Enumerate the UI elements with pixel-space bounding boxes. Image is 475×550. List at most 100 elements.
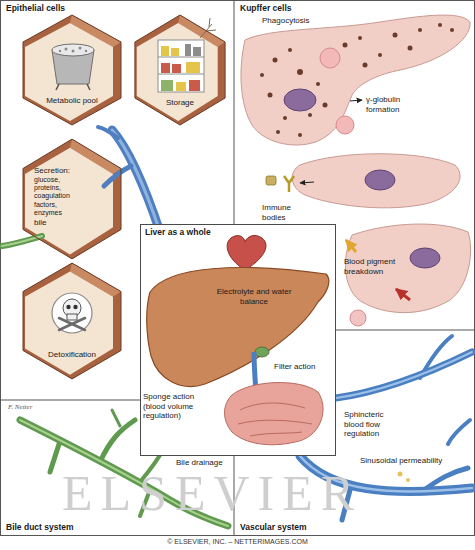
function-label: Filter action [274,362,332,372]
copyright-note: © ELSEVIER, INC. – NETTERIMAGES.COM [0,538,475,546]
cell-label: Detoxification [48,350,96,360]
kupffer-cell [350,310,366,326]
hepatic-vein [104,166,131,186]
storage-shelves [185,44,191,56]
function-label: Sinusoidal permeability [360,456,468,466]
cell-label: Secretion: [34,166,70,176]
panel-heading: Kupffer cells [237,2,295,14]
metabolic-pot [65,48,68,51]
storage-shelves [161,63,170,73]
metabolic-pot [79,47,82,50]
hexagon-outline [134,14,226,126]
storage-shelves [158,40,204,92]
label-slot: Bile drainage [176,458,232,468]
panel-heading: Vascular system [237,521,310,533]
panel-heading: Liver as a whole [142,226,214,238]
kupffer-cell [408,46,413,51]
node-content: Metabolic pool [22,14,122,126]
hepatic-vein [98,127,118,138]
kupffer-cell [450,28,454,32]
hexagon-fill [23,139,121,259]
label-slot: Immune bodies [262,203,310,222]
panel-heading: Bile duct system [3,521,77,533]
vascular-tree [336,352,472,398]
vascular-tree [398,472,403,477]
kupffer-cell [288,48,292,52]
storage-shelves [158,57,204,58]
hepatic-vein [112,130,160,232]
hexagon-cell: Detoxification [22,262,122,380]
watermark: ELSEVIER [62,468,422,518]
kupffer-cell [396,289,410,300]
kupffer-cell [378,53,382,57]
kupffer-cell [284,176,294,192]
hexagon-outline [23,139,121,259]
hexagon-cell: Secretion:glucose, proteins, coagulation… [22,138,122,260]
liver-whole [225,383,324,445]
hexagon-outline [22,14,122,126]
cell-label: Metabolic pool [46,96,98,106]
label-slot: Blood pigment breakdown [344,257,396,276]
kupffer-cell [363,63,368,68]
detox-skull [73,305,77,309]
kupffer-cell [336,116,354,134]
storage-shelves [186,62,200,73]
label-slot: ELSEVIER [62,468,422,518]
label-slot: Filter action [274,362,332,372]
storage-shelves [176,82,186,91]
storage-shelves [158,74,204,75]
cell-label: bile [34,218,46,228]
hexagon-fill [23,263,121,379]
kupffer-cell [365,170,395,190]
storage-shelves [171,48,179,56]
function-label: Immune bodies [262,203,310,222]
bile-duct-tree [100,420,135,462]
hexagon-cell: Metabolic pool [22,14,122,126]
liver-whole [238,403,312,436]
inset-panel: Liver as a whole [140,224,336,456]
hepatic-vein [112,130,160,232]
storage-shelves [161,80,173,91]
bile-duct-tree [112,410,120,426]
kupffer-cell [284,89,316,111]
hexagon-fill [135,15,225,125]
kupffer-cell [323,103,328,108]
label-slot: Electrolyte and water balance [212,287,296,306]
vascular-tree [406,478,410,482]
kupffer-cell [410,248,440,268]
kupffer-cell [273,58,278,63]
panel-region: Epithelial cellsMetabolic poolStorageSec… [0,0,234,400]
hepatic-vein [98,127,160,232]
kupffer-cell [418,28,422,32]
kupffer-cell [283,116,287,120]
metabolic-pot [85,50,87,52]
node-content: Kupffer cells [234,0,475,330]
detox-skull [67,314,77,320]
detox-skull [52,293,92,333]
kupffer-cell [292,154,460,208]
label-slot: © ELSEVIER, INC. – NETTERIMAGES.COM [0,538,475,546]
kupffer-cell [298,133,302,137]
hexagon-outline [135,15,225,125]
kupffer-cell [308,113,312,117]
kupffer-cell [297,69,303,75]
node-content: Liver as a whole [141,225,335,455]
vascular-tree [448,420,470,444]
cell-label: Storage [166,98,194,108]
detox-skull [52,293,92,333]
function-label: γ-globulin formation [366,95,426,114]
liver-whole [140,224,336,456]
metabolic-pot [52,44,94,56]
kupffer-cell [320,48,340,68]
hexagon-fill [23,15,121,125]
artist-signature: F. Netter [8,403,58,411]
kupffer-cell [316,82,320,86]
detox-skull [66,305,70,309]
function-label: Electrolyte and water balance [212,287,296,306]
hexagon-outline [23,263,121,379]
node-content: Storage [134,14,226,126]
label-slot: γ-globulin formation [366,95,426,114]
vascular-tree [420,336,452,378]
kupffer-cell [260,73,264,77]
